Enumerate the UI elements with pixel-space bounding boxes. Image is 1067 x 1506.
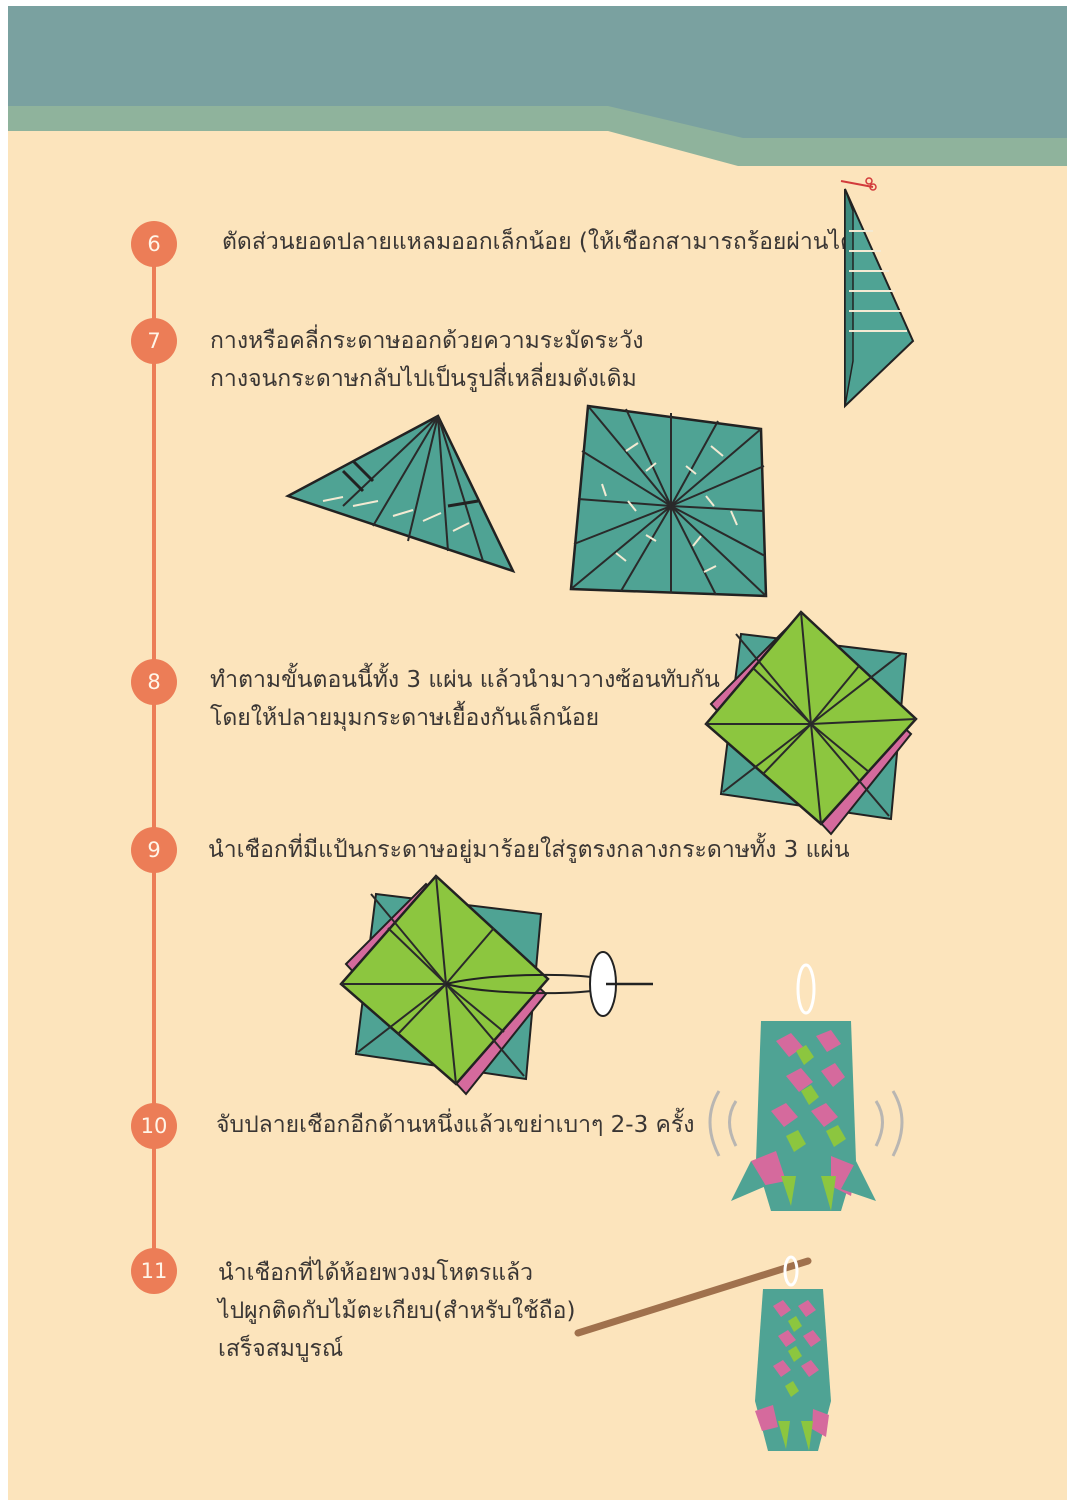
step-7-line-1: กางหรือคลี่กระดาษออกด้วยความระมัดระวัง	[210, 322, 643, 360]
unfolding-triangle-illustration	[283, 411, 523, 581]
step-marker-9: 9	[131, 827, 177, 873]
step-6-text: ตัดส่วนยอดปลายแหลมออกเล็กน้อย (ให้เชือกส…	[222, 223, 864, 261]
finished-garland-illustration	[573, 1251, 853, 1463]
step-6-line-1: ตัดส่วนยอดปลายแหลมออกเล็กน้อย (ให้เชือกส…	[222, 223, 864, 261]
shaken-garland-illustration	[691, 961, 921, 1226]
stacked-sheets-illustration	[700, 608, 922, 840]
step-11-line-1: นำเชือกที่ได้ห้อยพวงมโหตรแล้ว	[218, 1254, 575, 1292]
step-marker-6: 6	[131, 221, 177, 267]
step-marker-7: 7	[131, 318, 177, 364]
step-11-line-3: เสร็จสมบูรณ์	[218, 1330, 575, 1368]
instruction-page: 6 7 8 9 10 11 ตัดส่วนยอดปลายแหลมออกเล็กน…	[8, 6, 1067, 1500]
step-10-text: จับปลายเชือกอีกด้านหนึ่งแล้วเขย่าเบาๆ 2-…	[216, 1106, 695, 1144]
step-11-line-2: ไปผูกติดกับไม้ตะเกียบ(สำหรับใช้ถือ)	[218, 1292, 575, 1330]
step-7-text: กางหรือคลี่กระดาษออกด้วยความระมัดระวัง ก…	[210, 322, 643, 398]
cut-tip-triangle-illustration	[833, 171, 923, 416]
step-marker-11: 11	[131, 1248, 177, 1294]
step-7-line-2: กางจนกระดาษกลับไปเป็นรูปสี่เหลี่ยมดังเดิ…	[210, 360, 643, 398]
step-11-text: นำเชือกที่ได้ห้อยพวงมโหตรแล้ว ไปผูกติดกั…	[218, 1254, 575, 1368]
step-8-line-2: โดยให้ปลายมุมกระดาษเยื้องกันเล็กน้อย	[210, 699, 720, 737]
step-10-line-1: จับปลายเชือกอีกด้านหนึ่งแล้วเขย่าเบาๆ 2-…	[216, 1106, 695, 1144]
step-marker-10: 10	[131, 1103, 177, 1149]
unfolded-square-illustration	[566, 401, 778, 603]
step-8-text: ทำตามขั้นตอนนี้ทั้ง 3 แผ่น แล้วนำมาวางซ้…	[210, 661, 720, 737]
step-8-line-1: ทำตามขั้นตอนนี้ทั้ง 3 แผ่น แล้วนำมาวางซ้…	[210, 661, 720, 699]
step-marker-8: 8	[131, 659, 177, 705]
stringing-sheets-illustration	[333, 872, 653, 1097]
header-band	[8, 6, 1067, 166]
